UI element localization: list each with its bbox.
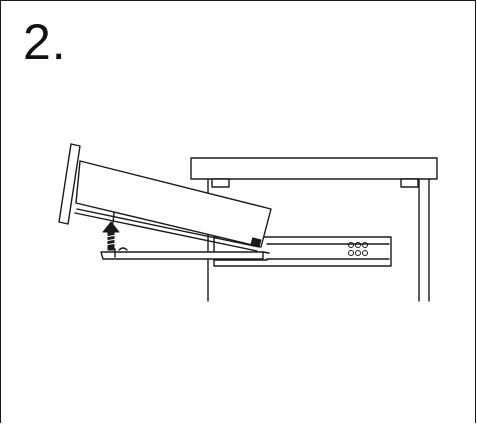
rail-hole: [355, 250, 361, 256]
slide-tip: [262, 251, 270, 254]
rail-hole: [362, 242, 368, 248]
cabinet-left-bracket: [211, 178, 230, 188]
drawer-front: [58, 143, 81, 225]
drawer-bottom-edge: [76, 208, 260, 248]
rail-hole: [355, 242, 361, 248]
cabinet-top: [190, 157, 438, 180]
rail-hole: [362, 250, 368, 256]
rail-holes: [348, 242, 368, 256]
drawer-body: [75, 160, 272, 248]
drawer-peg: [112, 212, 115, 224]
up-arrow-icon: [102, 221, 120, 251]
drawer-rear-hook: [250, 237, 262, 247]
slide-body: [100, 251, 264, 260]
rail-hole: [348, 250, 354, 256]
slide-clip: [118, 247, 128, 251]
drawer-slide: [100, 247, 270, 260]
cabinet: [190, 157, 438, 302]
step-number: 2.: [23, 14, 67, 70]
tilted-drawer: [58, 143, 272, 252]
rail-hole: [348, 242, 354, 248]
cabinet-right-bracket: [400, 178, 419, 188]
drawer-bottom-edge-2: [74, 212, 258, 252]
